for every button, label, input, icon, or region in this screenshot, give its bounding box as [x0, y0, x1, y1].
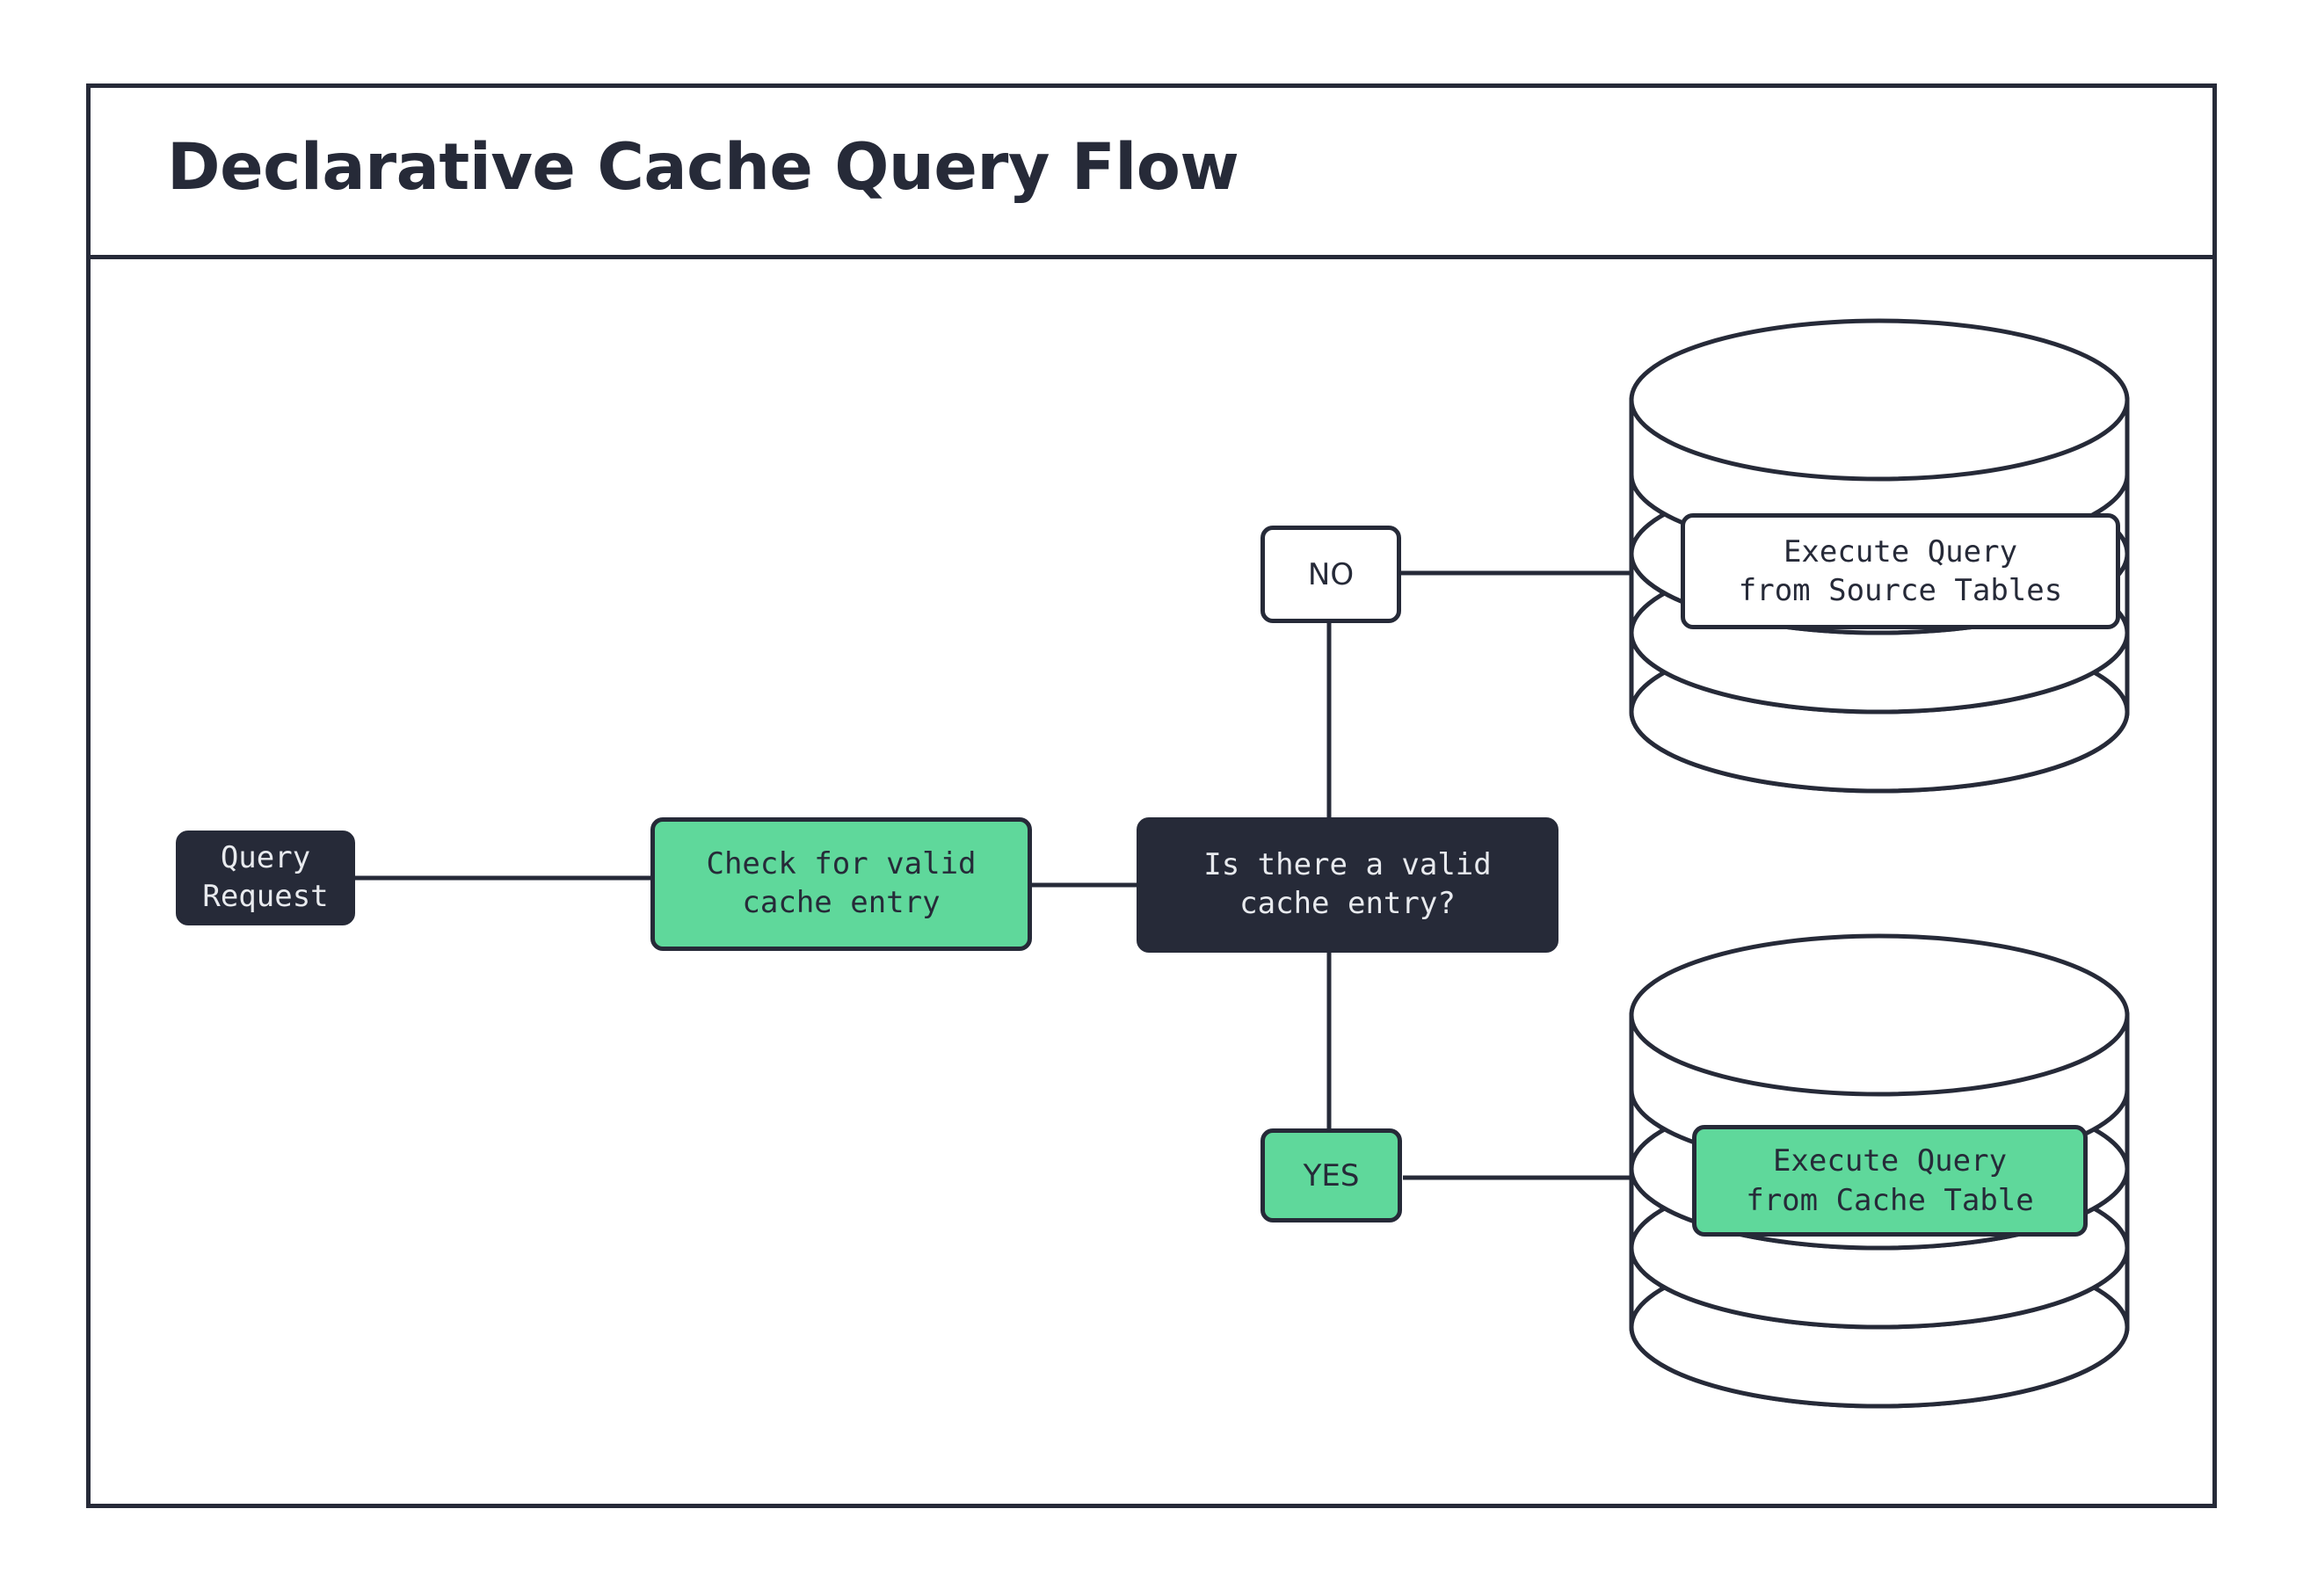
- node-execute-query-from-cache-table[interactable]: Execute Query from Cache Table: [1692, 1125, 2088, 1237]
- diagram-title-bar: [86, 83, 2217, 259]
- page-title: Declarative Cache Query Flow: [167, 130, 1239, 205]
- node-query-request[interactable]: Query Request: [176, 831, 355, 925]
- node-execute-query-from-source-tables[interactable]: Execute Query from Source Tables: [1681, 513, 2120, 629]
- diagram-frame: [86, 83, 2217, 1508]
- node-decision-valid-cache-entry[interactable]: Is there a valid cache entry?: [1137, 817, 1558, 953]
- node-check-for-valid-cache-entry[interactable]: Check for valid cache entry: [650, 817, 1032, 951]
- branch-label-yes[interactable]: YES: [1260, 1128, 1402, 1222]
- branch-label-no[interactable]: NO: [1260, 526, 1401, 623]
